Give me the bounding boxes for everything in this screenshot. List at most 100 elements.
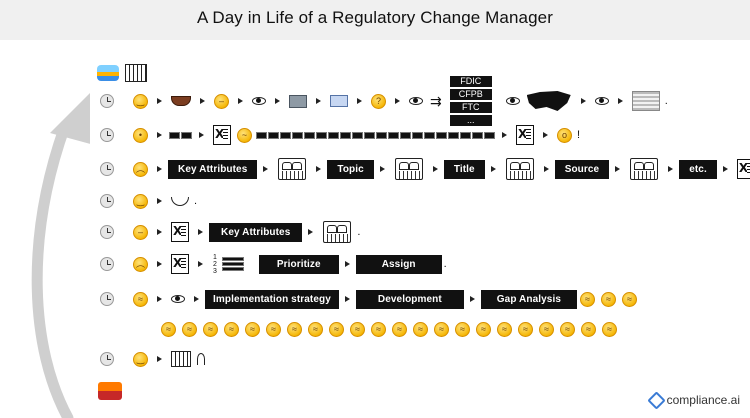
us-map-icon	[526, 91, 571, 111]
sunset-icon	[98, 382, 122, 400]
page-title: A Day in Life of a Regulatory Change Man…	[197, 8, 553, 27]
face-icon: ≈	[329, 321, 344, 337]
arrow-icon	[722, 166, 728, 172]
face-icon: ≈	[601, 291, 616, 307]
excel-icon: X	[736, 159, 750, 179]
arrow-icon	[344, 261, 350, 267]
brand-logo: compliance.ai	[646, 390, 740, 410]
arrow-icon	[502, 132, 507, 138]
title-bar: A Day in Life of a Regulatory Change Man…	[0, 0, 750, 40]
prioritize-label: Prioritize	[258, 254, 339, 274]
face-icon: ≈	[350, 321, 365, 337]
arrow-icon	[200, 98, 205, 104]
face-icon: ≈	[413, 321, 428, 337]
face-icon: ︵	[133, 161, 148, 177]
keyboard-icon	[278, 158, 307, 180]
arrow-icon	[432, 166, 438, 172]
face-icon: ≈	[182, 321, 197, 337]
arrow-icon	[157, 198, 162, 204]
arrow-icon	[157, 229, 162, 235]
eye-icon	[252, 97, 266, 105]
arrow-icon	[157, 98, 162, 104]
face-icon: ~	[237, 127, 252, 143]
regulator-item: ...	[449, 115, 492, 126]
row-implementation: ≈ Implementation strategy Development Ga…	[100, 288, 640, 310]
diagram-canvas: ‿ – ? ⇉ FDIC CFPB FTC ... . •	[0, 40, 750, 418]
arrow-icon	[157, 132, 162, 138]
clock-icon	[100, 225, 114, 239]
face-icon: ‿	[133, 193, 148, 209]
topic-label: Topic	[327, 159, 374, 179]
face-icon: ≈	[560, 321, 575, 337]
face-icon: ‿	[133, 93, 148, 109]
face-icon: ≈	[266, 321, 281, 337]
gap-analysis-label: Gap Analysis	[480, 289, 577, 309]
excel-icon: X	[213, 125, 231, 145]
arrow-icon	[194, 296, 199, 302]
title-label: Title	[443, 159, 485, 179]
evening-icons	[98, 380, 122, 402]
face-icon: ≈	[602, 321, 617, 337]
arrow-icon	[580, 98, 586, 104]
logo-text: compliance.ai	[666, 393, 740, 407]
face-icon: ≈	[203, 321, 218, 337]
clock-icon	[100, 94, 114, 108]
face-icon: ≈	[539, 321, 554, 337]
face-icon: ︵	[133, 256, 148, 272]
regulator-item: FDIC	[449, 76, 492, 87]
key-attributes-label: Key Attributes	[168, 159, 258, 179]
arrow-icon	[275, 98, 280, 104]
arrow-icon	[543, 132, 548, 138]
eye-icon	[594, 97, 609, 105]
computer-icon	[289, 94, 307, 108]
clock-icon	[100, 162, 114, 176]
face-icon: ≈	[497, 321, 512, 337]
excel-icon: X	[171, 254, 189, 274]
keyboard-icon	[505, 158, 534, 180]
row-frustration-faces: ≈ ≈ ≈ ≈ ≈ ≈ ≈ ≈ ≈ ≈ ≈ ≈ ≈ ≈ ≈ ≈ ≈ ≈ ≈ ≈ …	[158, 318, 620, 340]
face-icon: ≈	[518, 321, 533, 337]
compliance-logo-icon	[646, 390, 666, 410]
arrow-icon	[308, 229, 314, 235]
arrow-icon	[617, 98, 623, 104]
thinking-face-icon: ?	[371, 93, 386, 109]
email-icon	[330, 95, 348, 107]
building-icon	[125, 64, 147, 82]
arrow-icon	[543, 166, 549, 172]
arrow-icon	[157, 166, 162, 172]
face-icon: ≈	[161, 321, 176, 337]
sunrise-icon	[97, 65, 119, 81]
excel-icon: X	[516, 125, 534, 145]
development-label: Development	[355, 289, 464, 309]
arrow-icon	[198, 261, 203, 267]
face-icon: ≈	[581, 321, 596, 337]
face-icon: ≈	[224, 321, 239, 337]
clock-icon	[100, 194, 114, 208]
row-evening: ‿	[100, 348, 208, 370]
arrow-icon	[357, 98, 362, 104]
key-attributes-label: Key Attributes	[209, 222, 303, 242]
clock-icon	[100, 352, 114, 366]
regulator-list: FDIC CFPB FTC ...	[449, 76, 492, 126]
keyboard-icon	[630, 158, 659, 180]
row-morning-news: ‿ – ? ⇉ FDIC CFPB FTC ... .	[100, 76, 668, 126]
arrow-icon	[379, 166, 385, 172]
arrow-icon	[199, 132, 204, 138]
timeline-arrow	[31, 93, 90, 418]
face-icon: –	[133, 224, 148, 240]
keyboard-icon	[323, 221, 352, 243]
tree-icon	[197, 353, 205, 365]
face-icon: o	[557, 127, 572, 143]
keyboard-icon	[394, 158, 423, 180]
arrow-icon	[668, 166, 674, 172]
arrow-icon	[469, 296, 475, 302]
email-list-icon	[169, 131, 192, 139]
arrow-icon	[490, 166, 496, 172]
email-list-icon	[256, 131, 495, 139]
arrow-icon	[157, 261, 162, 267]
face-icon: ≈	[580, 291, 595, 307]
eye-icon	[171, 295, 185, 303]
row-key-attributes: ︵ Key Attributes Topic Title Source etc.…	[100, 158, 750, 180]
clock-icon	[100, 292, 114, 306]
